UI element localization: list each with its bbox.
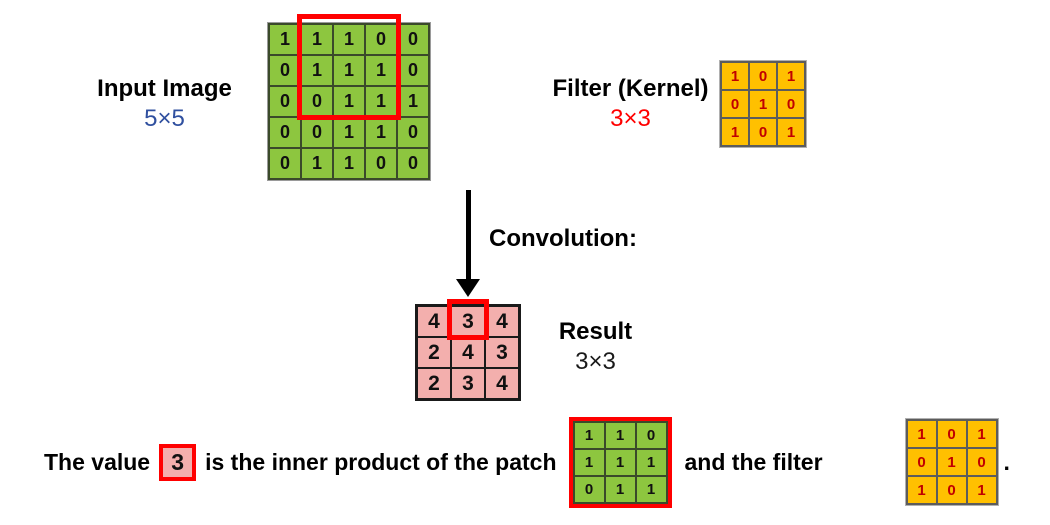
caption-part3: and the filter [684,448,823,475]
down-arrow-icon [466,190,471,280]
grid-cell: 0 [366,25,396,54]
grid-cell: 4 [486,307,518,336]
down-arrow-head-icon [456,279,480,297]
grid-cell: 1 [366,87,396,116]
grid-cell: 1 [907,477,936,503]
grid-cell: 1 [967,477,996,503]
grid-cell: 0 [398,118,428,147]
grid-cell: 1 [605,422,635,448]
grid-cell: 1 [778,63,804,89]
grid-cell: 1 [334,56,364,85]
grid-cell: 0 [270,118,300,147]
grid-cell: 1 [366,118,396,147]
grid-cell: 2 [418,338,450,367]
grid-cell: 0 [398,149,428,178]
grid-cell: 0 [907,449,936,475]
grid-cell: 1 [778,119,804,145]
grid-cell: 0 [937,477,966,503]
input-image-size-label: 5×5 [144,105,185,132]
grid-cell: 0 [636,422,666,448]
grid-cell: 0 [366,149,396,178]
result-title: Result [558,318,633,345]
grid-cell: 1 [334,118,364,147]
grid-cell: 3 [452,369,484,398]
filter-kernel-title: Filter (Kernel) [552,75,709,102]
grid-cell: 1 [605,449,635,475]
caption-sentence: The value 3 is the inner product of the … [44,416,1050,508]
grid-cell: 1 [750,91,776,117]
grid-cell: 3 [452,307,484,336]
grid-cell: 1 [334,25,364,54]
grid-cell: 1 [937,449,966,475]
result-size-label: 3×3 [575,348,616,375]
grid-cell: 0 [778,91,804,117]
grid-cell: 0 [270,87,300,116]
grid-cell: 1 [722,63,748,89]
grid-cell: 1 [636,449,666,475]
grid-cell: 1 [302,56,332,85]
highlighted-value-box: 3 [159,443,197,481]
grid-cell: 0 [270,149,300,178]
filter-kernel-label-block: Filter (Kernel) 3×3 [533,74,728,134]
grid-cell: 0 [270,56,300,85]
grid-cell: 0 [937,421,966,447]
grid-cell: 0 [302,118,332,147]
grid-cell: 1 [574,422,604,448]
convolution-label: Convolution: [489,225,637,252]
grid-cell: 0 [398,56,428,85]
grid-cell: 0 [574,476,604,502]
grid-cell: 1 [605,476,635,502]
grid-cell: 1 [366,56,396,85]
grid-cell: 2 [418,369,450,398]
grid-cell: 3 [486,338,518,367]
input-image-title: Input Image [97,75,232,102]
grid-cell: 1 [722,119,748,145]
caption-period: . [1003,448,1010,475]
input-image-label-block: Input Image 5×5 [62,74,267,134]
caption-part2: is the inner product of the patch [205,448,557,475]
grid-cell: 1 [270,25,300,54]
grid-cell: 0 [302,87,332,116]
grid-cell: 4 [486,369,518,398]
grid-cell: 1 [907,421,936,447]
grid-cell: 1 [302,149,332,178]
grid-cell: 0 [722,91,748,117]
grid-cell: 1 [967,421,996,447]
grid-cell: 0 [750,63,776,89]
grid-cell: 0 [967,449,996,475]
grid-cell: 1 [334,87,364,116]
highlighted-value: 3 [171,448,184,475]
grid-cell: 1 [636,476,666,502]
grid-cell: 1 [334,149,364,178]
grid-cell: 1 [574,449,604,475]
result-label-block: Result 3×3 [538,317,653,377]
filter-kernel-size-label: 3×3 [610,105,651,132]
grid-cell: 4 [452,338,484,367]
grid-cell: 0 [398,25,428,54]
grid-cell: 4 [418,307,450,336]
grid-cell: 1 [398,87,428,116]
grid-cell: 0 [750,119,776,145]
caption-part1: The value [44,448,151,475]
grid-cell: 1 [302,25,332,54]
